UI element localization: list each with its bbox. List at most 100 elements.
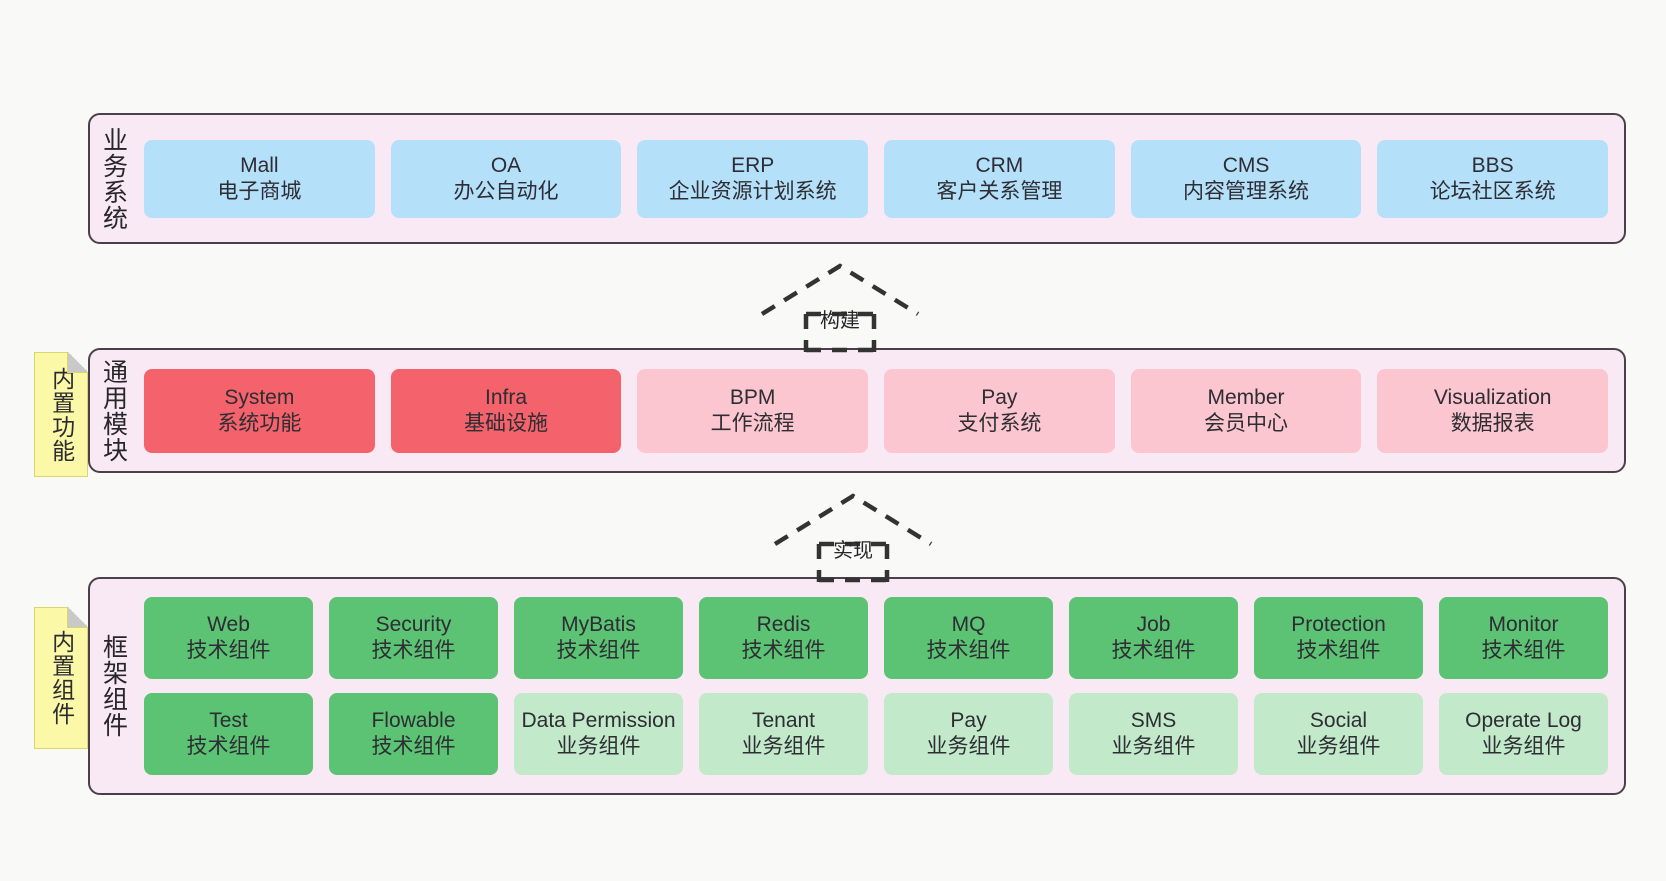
node-name: Tenant — [751, 709, 816, 733]
node-bbs[interactable]: BBS 论坛社区系统 — [1377, 139, 1609, 218]
node-sub: 技术组件 — [741, 639, 826, 662]
node-web[interactable]: Web 技术组件 — [144, 597, 313, 679]
node-security[interactable]: Security 技术组件 — [329, 597, 498, 679]
node-name: System — [224, 385, 295, 409]
node-erp[interactable]: ERP 企业资源计划系统 — [637, 139, 869, 218]
layer-title-common-module: 通用模块 — [99, 358, 128, 463]
node-social[interactable]: Social 业务组件 — [1254, 693, 1423, 775]
node-monitor[interactable]: Monitor 技术组件 — [1439, 597, 1608, 679]
node-cms[interactable]: CMS 内容管理系统 — [1130, 139, 1362, 218]
node-sub: 支付系统 — [957, 411, 1042, 435]
node-sub: 办公自动化 — [453, 179, 559, 203]
node-sub: 内容管理系统 — [1183, 179, 1310, 203]
node-oa[interactable]: OA 办公自动化 — [390, 139, 622, 218]
node-name: BPM — [729, 385, 776, 409]
layer-body-common-module: System 系统功能 Infra 基础设施 BPM 工作流程 Pay 支付系统… — [136, 350, 1624, 471]
node-sub: 系统功能 — [217, 411, 302, 435]
node-bpm[interactable]: BPM 工作流程 — [637, 368, 869, 453]
node-job[interactable]: Job 技术组件 — [1069, 597, 1238, 679]
node-sub: 技术组件 — [186, 735, 271, 758]
framework-row-business: Test 技术组件 Flowable 技术组件 Data Permission … — [144, 693, 1608, 775]
layer-body-framework-component: Web 技术组件 Security 技术组件 MyBatis 技术组件 Redi… — [136, 579, 1624, 793]
node-sub: 技术组件 — [926, 639, 1011, 662]
node-mall[interactable]: Mall 电子商城 — [144, 139, 375, 218]
node-member[interactable]: Member 会员中心 — [1130, 368, 1362, 453]
node-name: CMS — [1222, 153, 1270, 177]
node-visualization[interactable]: Visualization 数据报表 — [1377, 368, 1609, 453]
layer-title-business-system: 业务系统 — [99, 126, 128, 231]
node-name: MQ — [951, 613, 986, 637]
node-name: Redis — [756, 613, 811, 637]
node-sub: 工作流程 — [710, 411, 795, 435]
sticky-note-builtin-component: 内置组件 — [34, 607, 88, 749]
layer-body-business-system: Mall 电子商城 OA 办公自动化 ERP 企业资源计划系统 CRM 客户关系… — [136, 115, 1624, 242]
node-pay-module[interactable]: Pay 支付系统 — [884, 368, 1115, 453]
node-name: Security — [375, 613, 452, 637]
node-sub: 业务组件 — [556, 735, 641, 758]
connector-label-implement: 实现 — [833, 540, 873, 562]
node-sub: 业务组件 — [1296, 735, 1381, 758]
node-name: Protection — [1291, 613, 1386, 637]
node-crm[interactable]: CRM 客户关系管理 — [884, 139, 1115, 218]
node-mybatis[interactable]: MyBatis 技术组件 — [514, 597, 683, 679]
node-sub: 业务组件 — [1111, 735, 1196, 758]
node-sub: 论坛社区系统 — [1429, 179, 1556, 203]
node-mq[interactable]: MQ 技术组件 — [884, 597, 1053, 679]
node-name: SMS — [1130, 709, 1177, 733]
node-flowable[interactable]: Flowable 技术组件 — [329, 693, 498, 775]
node-name: Data Permission — [521, 709, 676, 733]
node-tenant[interactable]: Tenant 业务组件 — [699, 693, 868, 775]
connector-label-build: 构建 — [820, 310, 860, 332]
node-data-permission[interactable]: Data Permission 业务组件 — [514, 693, 683, 775]
node-infra[interactable]: Infra 基础设施 — [390, 368, 622, 453]
node-redis[interactable]: Redis 技术组件 — [699, 597, 868, 679]
node-name: Test — [209, 709, 248, 733]
framework-row-technical: Web 技术组件 Security 技术组件 MyBatis 技术组件 Redi… — [144, 597, 1608, 679]
node-sub: 企业资源计划系统 — [668, 179, 837, 203]
layer-framework-component: 框架组件 Web 技术组件 Security 技术组件 MyBatis 技术组件… — [88, 577, 1626, 795]
node-sub: 数据报表 — [1450, 411, 1535, 435]
node-name: Social — [1309, 709, 1368, 733]
connector-implement: 实现 — [773, 492, 933, 583]
node-sub: 业务组件 — [1481, 735, 1566, 758]
generalization-arrow-icon — [773, 493, 933, 583]
node-sub: 业务组件 — [741, 735, 826, 758]
node-sub: 技术组件 — [556, 639, 641, 662]
node-system[interactable]: System 系统功能 — [144, 368, 375, 453]
node-sub: 技术组件 — [371, 639, 456, 662]
node-operate-log[interactable]: Operate Log 业务组件 — [1439, 693, 1608, 775]
node-name: BBS — [1471, 153, 1514, 177]
node-sub: 技术组件 — [1111, 639, 1196, 662]
node-name: Monitor — [1488, 613, 1559, 637]
node-name: Infra — [484, 385, 528, 409]
node-name: Pay — [950, 709, 987, 733]
node-sub: 技术组件 — [186, 639, 271, 662]
node-sub: 客户关系管理 — [936, 179, 1063, 203]
node-name: Flowable — [371, 709, 456, 733]
node-protection[interactable]: Protection 技术组件 — [1254, 597, 1423, 679]
node-name: OA — [490, 153, 522, 177]
node-name: MyBatis — [561, 613, 636, 637]
node-sms[interactable]: SMS 业务组件 — [1069, 693, 1238, 775]
node-name: Web — [207, 613, 250, 637]
layer-title-framework-component: 框架组件 — [99, 634, 128, 738]
node-name: Job — [1136, 613, 1171, 637]
sticky-label: 内置组件 — [48, 630, 75, 726]
node-sub: 电子商城 — [217, 179, 302, 203]
node-sub: 技术组件 — [1481, 639, 1566, 662]
node-name: Operate Log — [1465, 709, 1582, 733]
layer-business-system: 业务系统 Mall 电子商城 OA 办公自动化 ERP 企业资源计划系统 CRM… — [88, 113, 1626, 244]
node-name: CRM — [975, 153, 1024, 177]
sticky-note-builtin-function: 内置功能 — [34, 352, 88, 477]
node-test[interactable]: Test 技术组件 — [144, 693, 313, 775]
node-sub: 会员中心 — [1204, 411, 1289, 435]
node-sub: 技术组件 — [371, 735, 456, 758]
generalization-arrow-icon — [760, 263, 920, 353]
node-name: Mall — [240, 153, 279, 177]
node-sub: 技术组件 — [1296, 639, 1381, 662]
node-name: Pay — [981, 385, 1018, 409]
node-pay-component[interactable]: Pay 业务组件 — [884, 693, 1053, 775]
node-name: Member — [1207, 385, 1285, 409]
connector-build: 构建 — [760, 262, 920, 353]
